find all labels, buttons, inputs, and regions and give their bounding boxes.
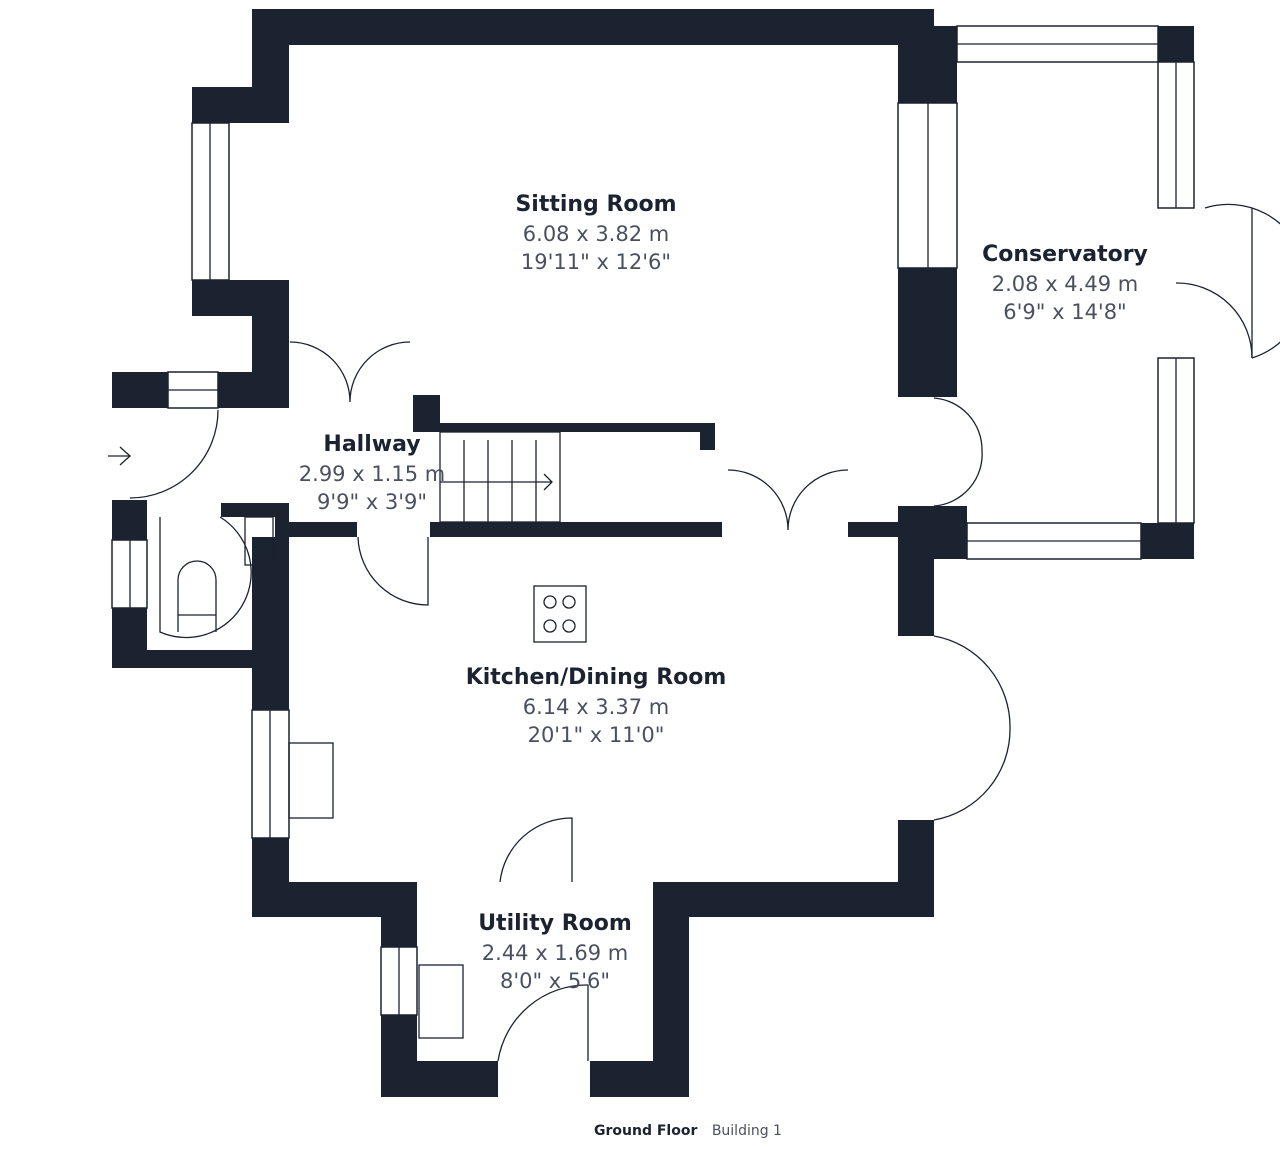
room-name: Hallway [323,432,421,457]
room-size-metric: 2.08 x 4.49 m [991,272,1139,296]
room-label-conservatory: Conservatory 2.08 x 4.49 m 6'9" x 14'8" [982,240,1148,326]
walls [112,9,1194,1097]
room-size-metric: 2.44 x 1.69 m [481,941,629,965]
room-name: Conservatory [982,242,1148,267]
room-name: Utility Room [478,911,632,936]
room-size-metric: 6.08 x 3.82 m [522,222,670,246]
room-label-kitchen: Kitchen/Dining Room 6.14 x 3.37 m 20'1" … [466,663,727,749]
room-size-imperial: 8'0" x 5'6" [499,969,611,993]
room-size-imperial: 19'11" x 12'6" [520,250,672,274]
room-label-sitting-room: Sitting Room 6.08 x 3.82 m 19'11" x 12'6… [515,190,676,276]
room-size-imperial: 6'9" x 14'8" [1003,300,1127,324]
room-size-metric: 2.99 x 1.15 m [298,462,446,486]
room-name: Sitting Room [515,192,677,217]
windows [111,25,1195,1016]
room-name: Kitchen/Dining Room [465,665,727,690]
floor-caption: Ground Floor Building 1 [594,1123,782,1139]
room-label-hallway: Hallway 2.99 x 1.15 m 9'9" x 3'9" [299,430,445,516]
floor-name: Ground Floor [594,1123,698,1139]
building-name: Building 1 [711,1123,782,1139]
room-label-utility: Utility Room 2.44 x 1.69 m 8'0" x 5'6" [478,909,632,995]
room-size-metric: 6.14 x 3.37 m [522,695,670,719]
room-size-imperial: 9'9" x 3'9" [316,490,428,514]
room-size-imperial: 20'1" x 11'0" [527,723,665,747]
doors-and-fixtures [108,203,1280,1062]
